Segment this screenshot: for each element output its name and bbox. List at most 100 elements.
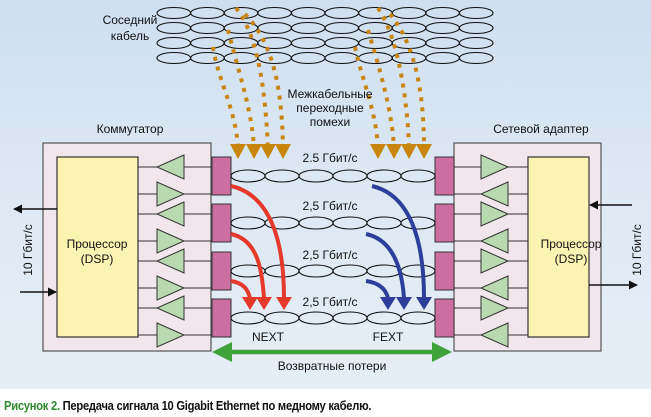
neighbor-cable-strand (324, 21, 360, 35)
neighbor-cable-strand (190, 21, 225, 35)
alien-crosstalk-path (366, 29, 396, 149)
amplifier-triangle (480, 201, 510, 227)
twisted-pair-strand (230, 216, 266, 230)
neighbor-cable-strand (425, 51, 460, 65)
neighbor-cable-strand (257, 6, 292, 20)
amplifier-triangle (480, 295, 510, 321)
alien-crosstalk-arrowhead (416, 144, 432, 159)
next-arrow (230, 184, 286, 299)
diagram-canvas: Соседний кабель Межкабельные переходные … (0, 0, 651, 389)
amplifier-triangle (479, 275, 509, 301)
switch-processor-label-1: Процессор (67, 237, 128, 251)
port-connector (211, 251, 232, 291)
amplifier-triangle (480, 154, 510, 180)
switch-rate-label: 10 Гбит/с (21, 224, 35, 276)
neighbor-cable (156, 6, 494, 65)
twisted-pair-strand (366, 264, 402, 278)
diagram-svg: Соседний кабель Межкабельные переходные … (13, 6, 644, 373)
adapter-amplifiers (454, 154, 528, 348)
neighbor-cable-strand (290, 6, 326, 20)
amplifier-triangle (156, 275, 186, 301)
neighbor-cable-strand (458, 21, 494, 35)
twisted-pair-strand (332, 311, 368, 325)
neighbor-cable-strand (458, 6, 494, 20)
pair-rate-4: 2,5 Гбит/с (303, 295, 358, 309)
neighbor-cable-strand (358, 36, 393, 50)
twisted-pair-strand (230, 311, 266, 325)
neighbor-cable-strand (458, 36, 494, 50)
neighbor-cable-strand (391, 36, 427, 50)
next-arrows (230, 184, 292, 310)
return-loss-label: Возвратные потери (278, 359, 387, 373)
pair-rate-3: 2,5 Гбит/с (303, 248, 358, 262)
amplifier-triangle (480, 248, 510, 274)
fext-arrow (371, 184, 426, 299)
neighbor-cable-strand (425, 36, 460, 50)
alien-crosstalk-path (388, 12, 426, 149)
neighbor-cable-strand (324, 6, 360, 20)
alien-crosstalk-path (211, 46, 240, 149)
amplifier-triangle (155, 248, 185, 274)
port-connector (211, 298, 232, 338)
twisted-pairs (230, 169, 436, 325)
alien-crosstalk-arrowhead (230, 144, 246, 159)
alien-crosstalk-label-1: Межкабельные (287, 87, 372, 101)
neighbor-cable-strand (190, 36, 225, 50)
twisted-pair-strand (400, 311, 436, 325)
alien-crosstalk-arrowhead (386, 144, 402, 159)
fext-arrow-head (396, 297, 412, 310)
alien-crosstalk-path (226, 29, 256, 149)
port-connector (434, 156, 455, 196)
fext-arrow-head (380, 297, 396, 310)
neighbor-cable-strand (156, 36, 192, 50)
twisted-pair-strand (264, 169, 300, 183)
twisted-pair-strand (366, 216, 402, 230)
neighbor-cable-strand (324, 36, 360, 50)
fext-arrow (365, 279, 390, 299)
next-label: NEXT (252, 330, 285, 344)
alien-crosstalk-arrowhead (260, 144, 276, 159)
switch-amplifiers (138, 154, 212, 348)
twisted-pair-strand (400, 216, 436, 230)
fext-arrows (365, 184, 432, 310)
caption-text: Передача сигнала 10 Gigabit Ethernet по … (59, 398, 372, 413)
caption-figure-number: Рисунок 2. (4, 398, 60, 413)
amplifier-triangle (156, 322, 186, 348)
port-connector (211, 203, 232, 243)
neighbor-cable-strand (257, 21, 292, 35)
next-arrow (230, 279, 252, 299)
adapter-processor-label-1: Процессор (541, 237, 602, 251)
twisted-pair-strand (332, 264, 368, 278)
twisted-pair-strand (400, 169, 436, 183)
twisted-pair-strand (400, 264, 436, 278)
neighbor-cable-strand (458, 51, 494, 65)
twisted-pair-strand (332, 216, 368, 230)
twisted-pair-strand (230, 169, 266, 183)
neighbor-cable-strand (290, 51, 326, 65)
alien-crosstalk-label-2: переходные (296, 101, 364, 115)
fext-arrow (365, 232, 406, 299)
neighbor-cable-strand (257, 51, 292, 65)
switch-processor-label-2: (DSP) (81, 252, 114, 266)
amplifier-triangle (479, 181, 509, 207)
switch-title: Коммутатор (97, 122, 164, 136)
fext-arrow-head (416, 297, 432, 310)
amplifier-triangle (155, 154, 185, 180)
twisted-pair-strand (332, 169, 368, 183)
switch-ports (211, 156, 232, 338)
next-arrow-head (276, 297, 292, 310)
alien-crosstalk-path (234, 6, 270, 149)
figure-caption: Рисунок 2. Передача сигнала 10 Gigabit E… (4, 398, 371, 413)
neighbor-cable-strand (156, 6, 192, 20)
alien-crosstalk-arrows (211, 6, 432, 159)
pair-rate-1: 2.5 Гбит/с (303, 151, 358, 165)
neighbor-cable-label-2: кабель (111, 29, 149, 43)
return-loss-arrow (212, 342, 452, 362)
adapter-processor (527, 156, 590, 338)
neighbor-cable-strand (290, 21, 326, 35)
neighbor-cable-strand (223, 51, 259, 65)
next-arrow (230, 232, 266, 299)
adapter-title: Сетевой адаптер (493, 122, 589, 136)
alien-crosstalk-arrowhead (246, 144, 262, 159)
twisted-pair-strand (298, 169, 334, 183)
